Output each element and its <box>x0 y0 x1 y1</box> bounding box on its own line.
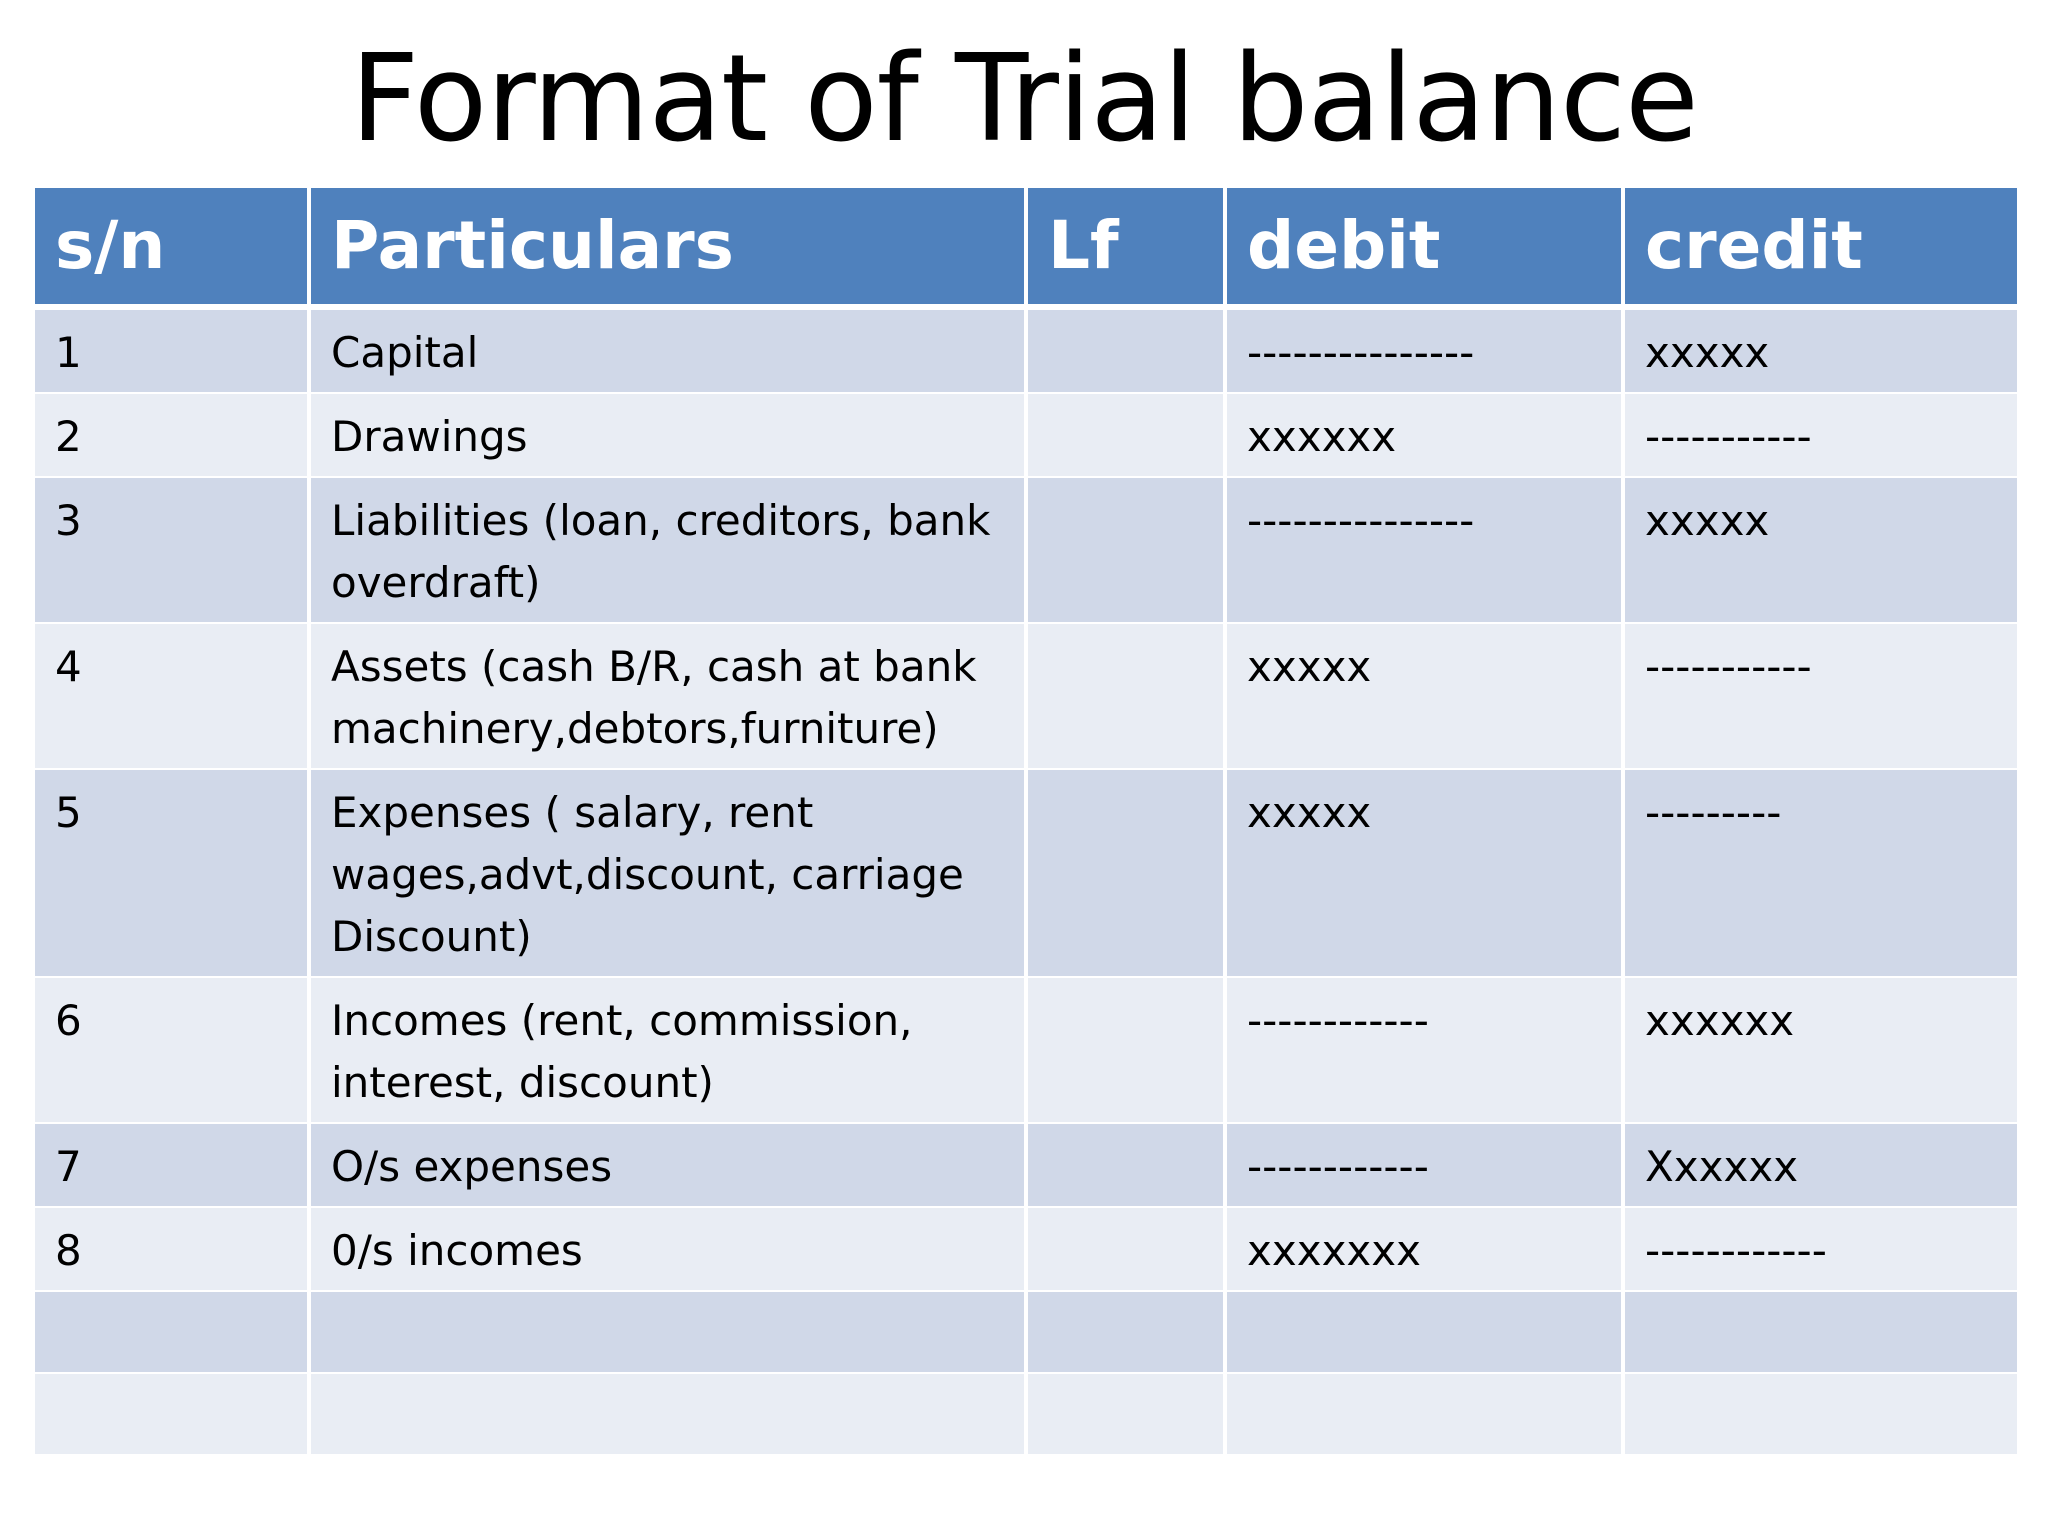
table-header-row: s/n Particulars Lf debit credit <box>35 188 2017 310</box>
cell-debit: ------------ <box>1223 1122 1625 1208</box>
cell-lf <box>1024 392 1227 478</box>
cell-credit: xxxxxx <box>1621 976 2017 1124</box>
cell-particulars: 0/s incomes <box>307 1206 1028 1292</box>
cell-lf <box>1024 1206 1227 1292</box>
table-row <box>35 1290 2017 1374</box>
table-row: 6 Incomes (rent, commission, interest, d… <box>35 976 2017 1124</box>
cell-debit: xxxxxxx <box>1223 1206 1625 1292</box>
cell-sn: 2 <box>35 392 311 478</box>
cell-particulars: Drawings <box>307 392 1028 478</box>
cell-credit <box>1621 1372 2017 1456</box>
cell-particulars: Expenses ( salary, rent wages,advt,disco… <box>307 768 1028 978</box>
header-sn: s/n <box>35 188 311 310</box>
cell-particulars: Incomes (rent, commission, interest, dis… <box>307 976 1028 1124</box>
cell-credit: ----------- <box>1621 392 2017 478</box>
header-debit: debit <box>1223 188 1625 310</box>
cell-sn <box>35 1372 311 1456</box>
cell-credit: --------- <box>1621 768 2017 978</box>
cell-sn: 5 <box>35 768 311 978</box>
cell-particulars: Assets (cash B/R, cash at bank machinery… <box>307 622 1028 770</box>
table-row: 3 Liabilities (loan, creditors, bank ove… <box>35 476 2017 624</box>
cell-lf <box>1024 306 1227 394</box>
cell-lf <box>1024 976 1227 1124</box>
cell-sn: 6 <box>35 976 311 1124</box>
table-row: 2 Drawings xxxxxx ----------- <box>35 392 2017 478</box>
cell-sn: 7 <box>35 1122 311 1208</box>
header-particulars: Particulars <box>307 188 1028 310</box>
cell-credit: ----------- <box>1621 622 2017 770</box>
cell-debit: --------------- <box>1223 476 1625 624</box>
cell-lf <box>1024 476 1227 624</box>
cell-credit <box>1621 1290 2017 1374</box>
table-row: 5 Expenses ( salary, rent wages,advt,dis… <box>35 768 2017 978</box>
cell-lf <box>1024 768 1227 978</box>
cell-debit <box>1223 1372 1625 1456</box>
cell-sn: 8 <box>35 1206 311 1292</box>
cell-debit: --------------- <box>1223 306 1625 394</box>
cell-credit: xxxxx <box>1621 306 2017 394</box>
cell-particulars: Capital <box>307 306 1028 394</box>
cell-particulars <box>307 1290 1028 1374</box>
table-row: 8 0/s incomes xxxxxxx ------------ <box>35 1206 2017 1292</box>
cell-particulars: O/s expenses <box>307 1122 1028 1208</box>
cell-sn: 1 <box>35 306 311 394</box>
header-lf: Lf <box>1024 188 1227 310</box>
cell-credit: ------------ <box>1621 1206 2017 1292</box>
table-row: 1 Capital --------------- xxxxx <box>35 306 2017 394</box>
cell-particulars: Liabilities (loan, creditors, bank overd… <box>307 476 1028 624</box>
cell-sn: 4 <box>35 622 311 770</box>
cell-debit: xxxxx <box>1223 768 1625 978</box>
cell-credit: xxxxx <box>1621 476 2017 624</box>
cell-sn <box>35 1290 311 1374</box>
slide-title: Format of Trial balance <box>350 30 1699 169</box>
cell-lf <box>1024 1122 1227 1208</box>
cell-lf <box>1024 622 1227 770</box>
table-row: 7 O/s expenses ------------ Xxxxxx <box>35 1122 2017 1208</box>
cell-credit: Xxxxxx <box>1621 1122 2017 1208</box>
cell-debit <box>1223 1290 1625 1374</box>
cell-lf <box>1024 1290 1227 1374</box>
cell-debit: ------------ <box>1223 976 1625 1124</box>
cell-debit: xxxxx <box>1223 622 1625 770</box>
cell-sn: 3 <box>35 476 311 624</box>
cell-lf <box>1024 1372 1227 1456</box>
trial-balance-table: s/n Particulars Lf debit credit 1 Capita… <box>35 188 2017 1456</box>
table-row <box>35 1372 2017 1456</box>
header-credit: credit <box>1621 188 2017 310</box>
cell-particulars <box>307 1372 1028 1456</box>
cell-debit: xxxxxx <box>1223 392 1625 478</box>
table-row: 4 Assets (cash B/R, cash at bank machine… <box>35 622 2017 770</box>
